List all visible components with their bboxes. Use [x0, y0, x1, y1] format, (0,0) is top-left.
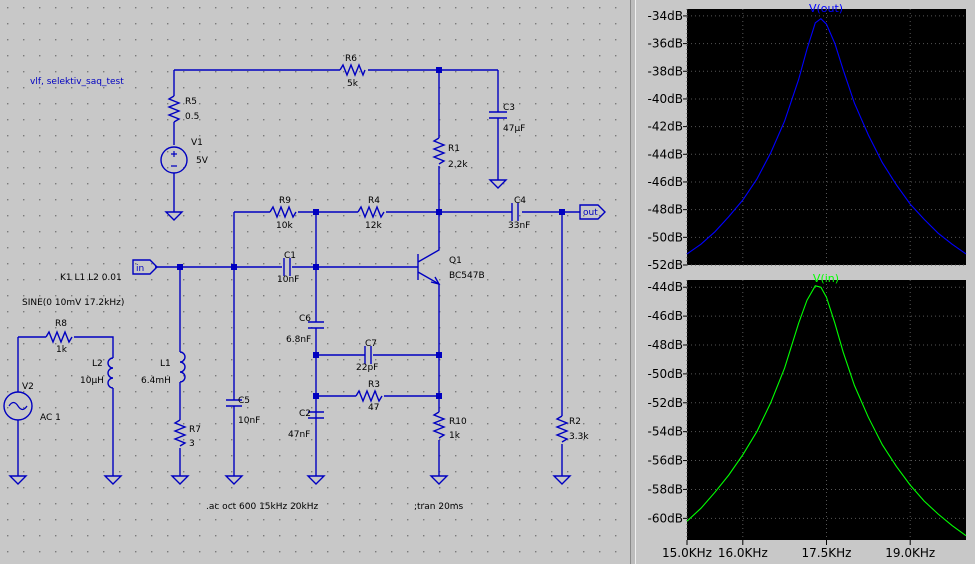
pane-divider[interactable]	[630, 0, 636, 564]
r2-name: R2	[569, 417, 581, 427]
plot-pane-vin[interactable]: V(in) -44dB -46dB -48dB -50dB -52dB -54dB -56d…	[648, 272, 967, 540]
l2-value: 10µH	[80, 376, 104, 386]
r5-value: 0.5	[185, 112, 199, 122]
r7-name: R7	[189, 425, 201, 435]
c3-name: C3	[503, 103, 515, 113]
q1-name: Q1	[449, 256, 462, 266]
y-tick-label: -54dB	[648, 425, 683, 439]
r5-name: R5	[185, 97, 197, 107]
c2-name: C2	[299, 409, 311, 419]
y-tick-label: -38dB	[648, 64, 683, 78]
y-tick-label: -60dB	[648, 511, 683, 525]
c4-name: C4	[514, 196, 526, 206]
c7-name: C7	[365, 339, 377, 349]
r8-name: R8	[55, 319, 67, 329]
y-tick-label: -42dB	[648, 120, 683, 134]
y-tick-label: -36dB	[648, 37, 683, 51]
v1-value: 5V	[196, 156, 209, 166]
title-comment: vlf, selektiv_saq_test	[30, 77, 124, 87]
q1-value: BC547B	[449, 271, 485, 281]
x-tick-label: 19.0KHz	[885, 546, 935, 560]
r10-name: R10	[449, 417, 467, 427]
y-tick-label: -48dB	[648, 203, 683, 217]
l1-value: 6.4mH	[141, 376, 171, 386]
y-tick-label: -56dB	[648, 454, 683, 468]
c5-name: C5	[238, 396, 250, 406]
schematic-canvas[interactable]: vlf, selektiv_saq_test R6 5k R5 0.5 V1 5…	[0, 0, 630, 564]
tran-directive: ;tran 20ms	[414, 502, 464, 512]
r7-value: 3	[189, 439, 195, 449]
r4-value: 12k	[365, 221, 382, 231]
c5-value: 10nF	[238, 416, 260, 426]
r3-value: 47	[368, 403, 379, 413]
c1-name: C1	[284, 251, 296, 261]
l2-name: L2	[92, 359, 103, 369]
c1-value: 10nF	[277, 275, 299, 285]
y-tick-label: -50dB	[648, 230, 683, 244]
r9-name: R9	[279, 196, 291, 206]
c3-value: 47µF	[503, 124, 525, 134]
r6-name: R6	[345, 54, 357, 64]
v2-value: AC 1	[40, 413, 61, 423]
r8-value: 1k	[56, 345, 68, 355]
r9-value: 10k	[276, 221, 293, 231]
ac-directive: .ac oct 600 15kHz 20kHz	[206, 502, 319, 512]
c4-value: 33nF	[508, 221, 530, 231]
c6-name: C6	[299, 314, 311, 324]
r1-name: R1	[448, 144, 460, 154]
y-tick-label: -48dB	[648, 338, 683, 352]
trace-label-vout[interactable]: V(out)	[809, 2, 843, 15]
r6-value: 5k	[347, 79, 359, 89]
y-tick-label: -44dB	[648, 147, 683, 161]
y-tick-label: -52dB	[648, 396, 683, 410]
plot-pane-vout[interactable]: V(out) -34dB -36dB -38dB -40dB -42dB -44dB -46…	[648, 2, 967, 272]
r1-value: 2.2k	[448, 160, 468, 170]
y-tick-label: -52dB	[648, 258, 683, 272]
source-spec: SINE(0 10mV 17.2kHz)	[22, 298, 124, 308]
waveform-viewer[interactable]: V(out) -34dB -36dB -38dB -40dB -42dB -44dB -46…	[636, 0, 975, 564]
r10-value: 1k	[449, 431, 461, 441]
y-tick-label: -50dB	[648, 367, 683, 381]
trace-vout[interactable]	[686, 17, 967, 255]
trace-vin[interactable]	[686, 285, 967, 537]
y-tick-label: -58dB	[648, 482, 683, 496]
coupling-directive: K1 L1 L2 0.01	[60, 273, 122, 283]
x-tick-label: 16.0KHz	[718, 546, 768, 560]
y-tick-label: -34dB	[648, 9, 683, 23]
c2-value: 47nF	[288, 430, 310, 440]
grid-vout	[686, 9, 966, 266]
v1-name: V1	[191, 138, 203, 148]
y-tick-label: -44dB	[648, 280, 683, 294]
x-axis: 15.0KHz 16.0KHz 17.5KHz 19.0KHz	[662, 540, 935, 560]
y-axis-vin: -44dB -46dB -48dB -50dB -52dB -54dB -56dB -58dB…	[648, 280, 687, 525]
trace-label-vin[interactable]: V(in)	[813, 272, 839, 285]
r3-name: R3	[368, 380, 380, 390]
out-port-label: out	[583, 208, 598, 218]
y-tick-label: -40dB	[648, 92, 683, 106]
y-axis-vout: -34dB -36dB -38dB -40dB -42dB -44dB -46dB -48dB…	[648, 9, 687, 272]
in-port-label: in	[136, 264, 144, 274]
x-tick-label: 17.5KHz	[802, 546, 852, 560]
c7-value: 22pF	[356, 363, 378, 373]
y-tick-label: -46dB	[648, 309, 683, 323]
x-tick-label: 15.0KHz	[662, 546, 712, 560]
r4-name: R4	[368, 196, 380, 206]
c6-value: 6.8nF	[286, 335, 311, 345]
r2-value: 3.3k	[569, 432, 589, 442]
y-tick-label: -46dB	[648, 175, 683, 189]
l1-name: L1	[160, 359, 171, 369]
grid-vin	[686, 280, 966, 540]
v2-name: V2	[22, 382, 34, 392]
